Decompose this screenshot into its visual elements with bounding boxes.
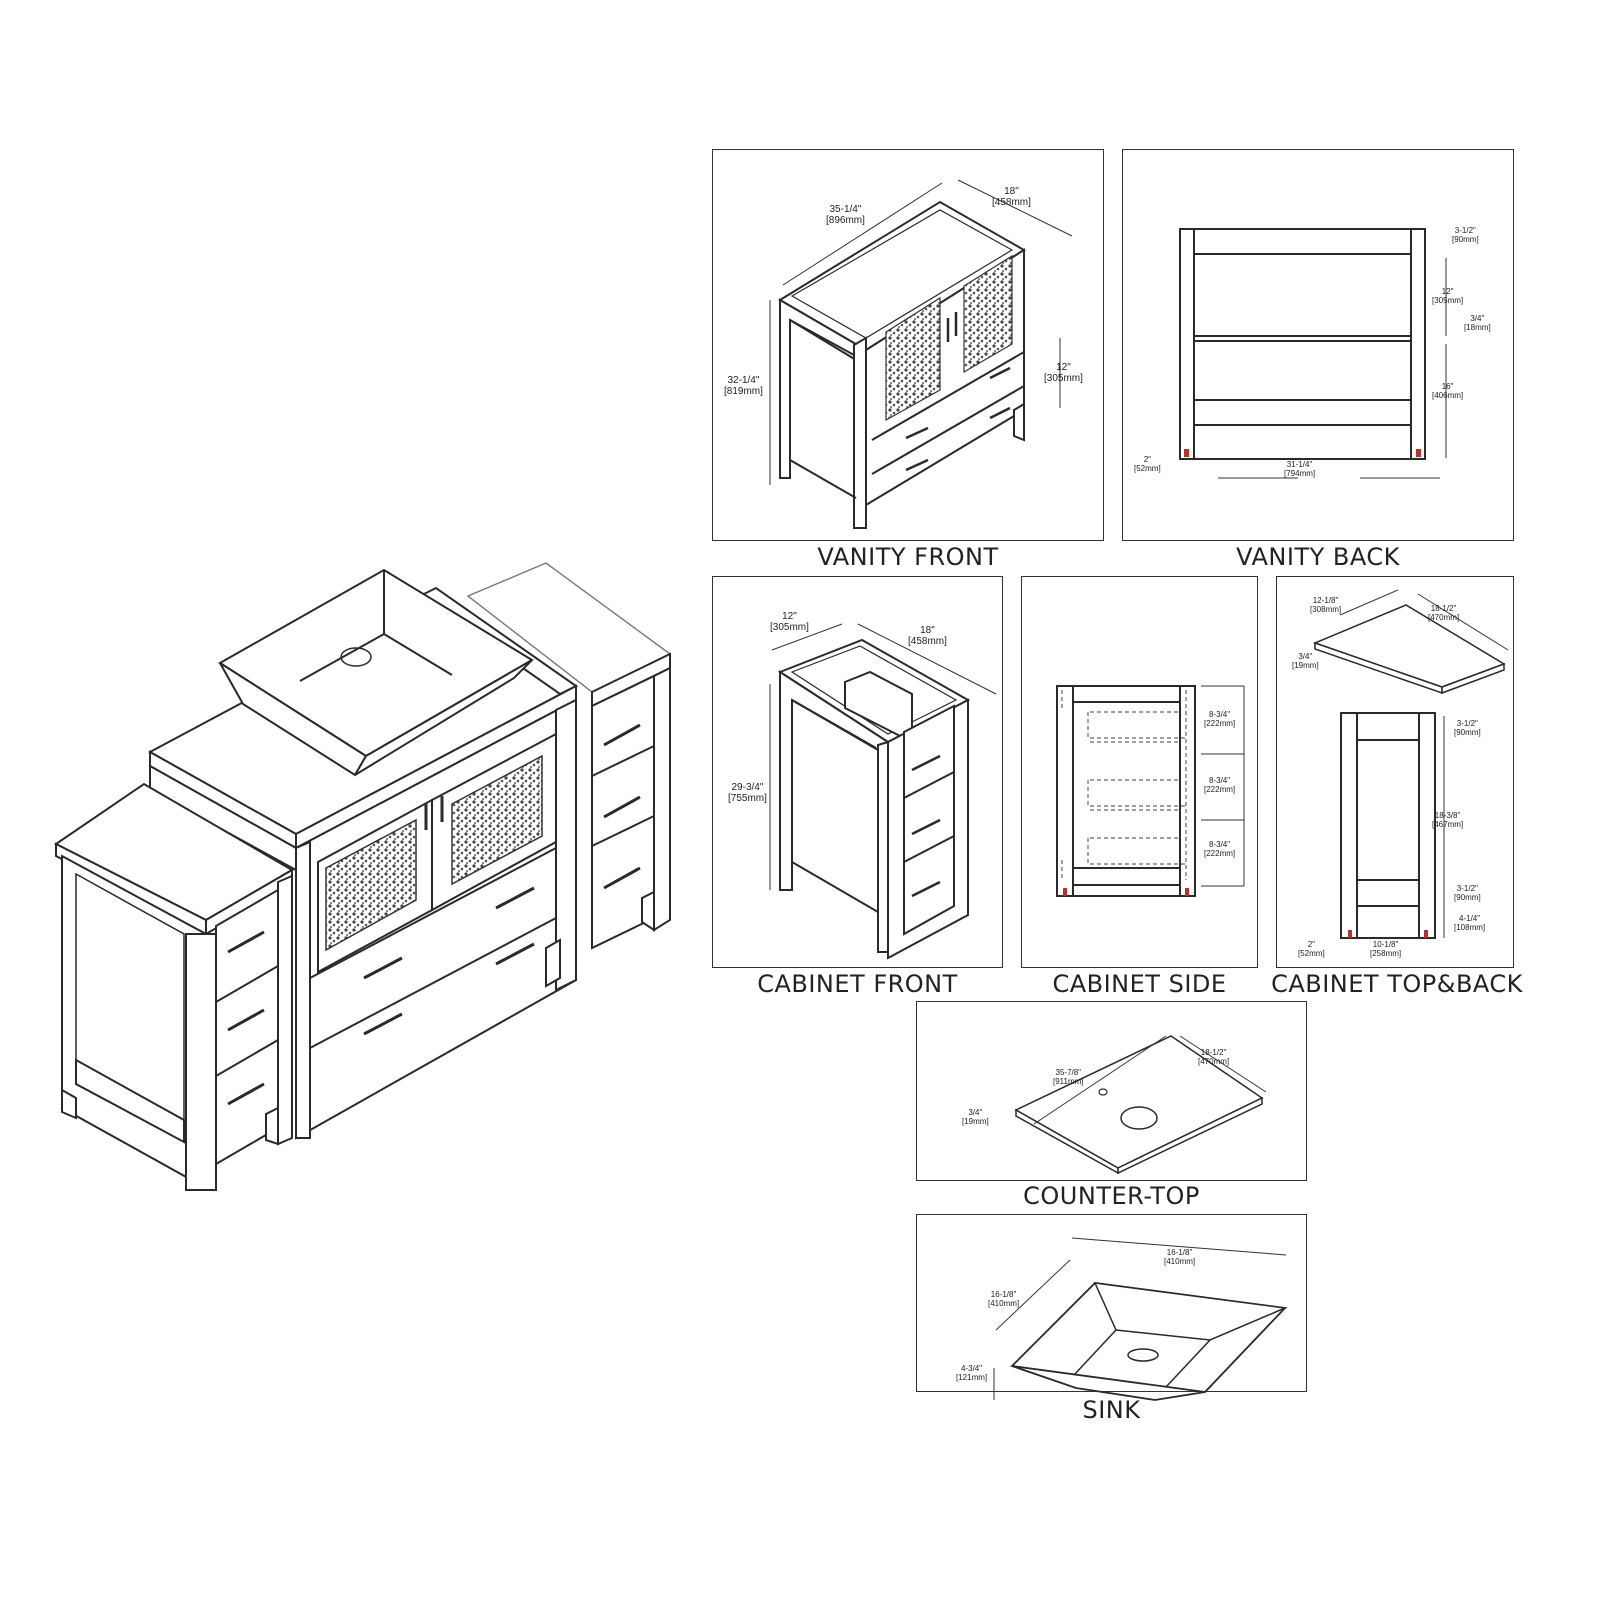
dim-top-thickness: 3/4"[19mm] bbox=[1292, 652, 1319, 670]
dim-back-leg-height-cab: 4-1/4"[108mm] bbox=[1454, 914, 1486, 932]
dim-back-lower-opening: 16"[406mm] bbox=[1432, 382, 1464, 400]
dim-side-drawer-1: 8-3/4"[222mm] bbox=[1204, 710, 1236, 728]
vessel-sink bbox=[218, 568, 534, 777]
dim-counter-depth: 18-1/2"[470mm] bbox=[1198, 1048, 1230, 1066]
dim-back-upper-opening: 12"[305mm] bbox=[1432, 287, 1464, 305]
caption-vanity-back: VANITY BACK bbox=[1236, 543, 1400, 571]
dim-back-opening-cab: 18-3/8"[467mm] bbox=[1432, 811, 1464, 829]
dim-back-inner-width-cab: 10-1/8"[258mm] bbox=[1370, 940, 1402, 958]
caption-cabinet-top-back: CABINET TOP&BACK bbox=[1271, 970, 1523, 998]
dim-side-drawer-3: 8-3/4"[222mm] bbox=[1204, 840, 1236, 858]
dim-vanity-door-height: 12"[305mm] bbox=[1044, 362, 1083, 384]
dim-back-top-rail-cab: 3-1/2"[90mm] bbox=[1454, 719, 1481, 737]
dim-side-drawer-2: 8-3/4"[222mm] bbox=[1204, 776, 1236, 794]
dim-sink-width: 16-1/8"[410mm] bbox=[1164, 1248, 1196, 1266]
dim-vanity-width: 35-1/4"[896mm] bbox=[826, 204, 865, 226]
dim-counter-thickness: 3/4"[19mm] bbox=[962, 1108, 989, 1126]
dim-vanity-height: 32-1/4"[819mm] bbox=[724, 375, 763, 397]
dim-back-leg-cab: 2"[52mm] bbox=[1298, 940, 1325, 958]
right-side-cabinet bbox=[466, 562, 672, 950]
dim-sink-depth: 16-1/8"[410mm] bbox=[988, 1290, 1020, 1308]
dim-counter-width: 35-7/8"[911mm] bbox=[1053, 1068, 1084, 1086]
dim-cabinet-height: 29-3/4"[755mm] bbox=[728, 782, 767, 804]
dim-back-shelf: 3/4"[18mm] bbox=[1464, 314, 1491, 332]
dim-top-depth: 18-1/2"[470mm] bbox=[1428, 604, 1460, 622]
dim-back-bottom-rail-cab: 3-1/2"[90mm] bbox=[1454, 884, 1481, 902]
caption-cabinet-side: CABINET SIDE bbox=[1052, 970, 1227, 998]
dim-back-inner-width: 31-1/4"[794mm] bbox=[1284, 460, 1316, 478]
dim-back-leg: 2"[52mm] bbox=[1134, 455, 1161, 473]
main-vanity bbox=[149, 698, 577, 1140]
caption-vanity-front: VANITY FRONT bbox=[817, 543, 999, 571]
caption-sink: SINK bbox=[1082, 1396, 1141, 1424]
left-side-cabinet bbox=[54, 782, 294, 1191]
dim-cabinet-width: 12"[305mm] bbox=[770, 611, 809, 633]
dim-back-top-rail: 3-1/2"[90mm] bbox=[1452, 226, 1479, 244]
caption-counter-top: COUNTER-TOP bbox=[1023, 1182, 1200, 1210]
caption-cabinet-front: CABINET FRONT bbox=[757, 970, 958, 998]
dim-vanity-depth: 18"[458mm] bbox=[992, 186, 1031, 208]
dim-top-width: 12-1/8"[308mm] bbox=[1310, 596, 1342, 614]
dim-sink-height: 4-3/4"[121mm] bbox=[956, 1364, 988, 1382]
dim-cabinet-depth: 18"[458mm] bbox=[908, 625, 947, 647]
